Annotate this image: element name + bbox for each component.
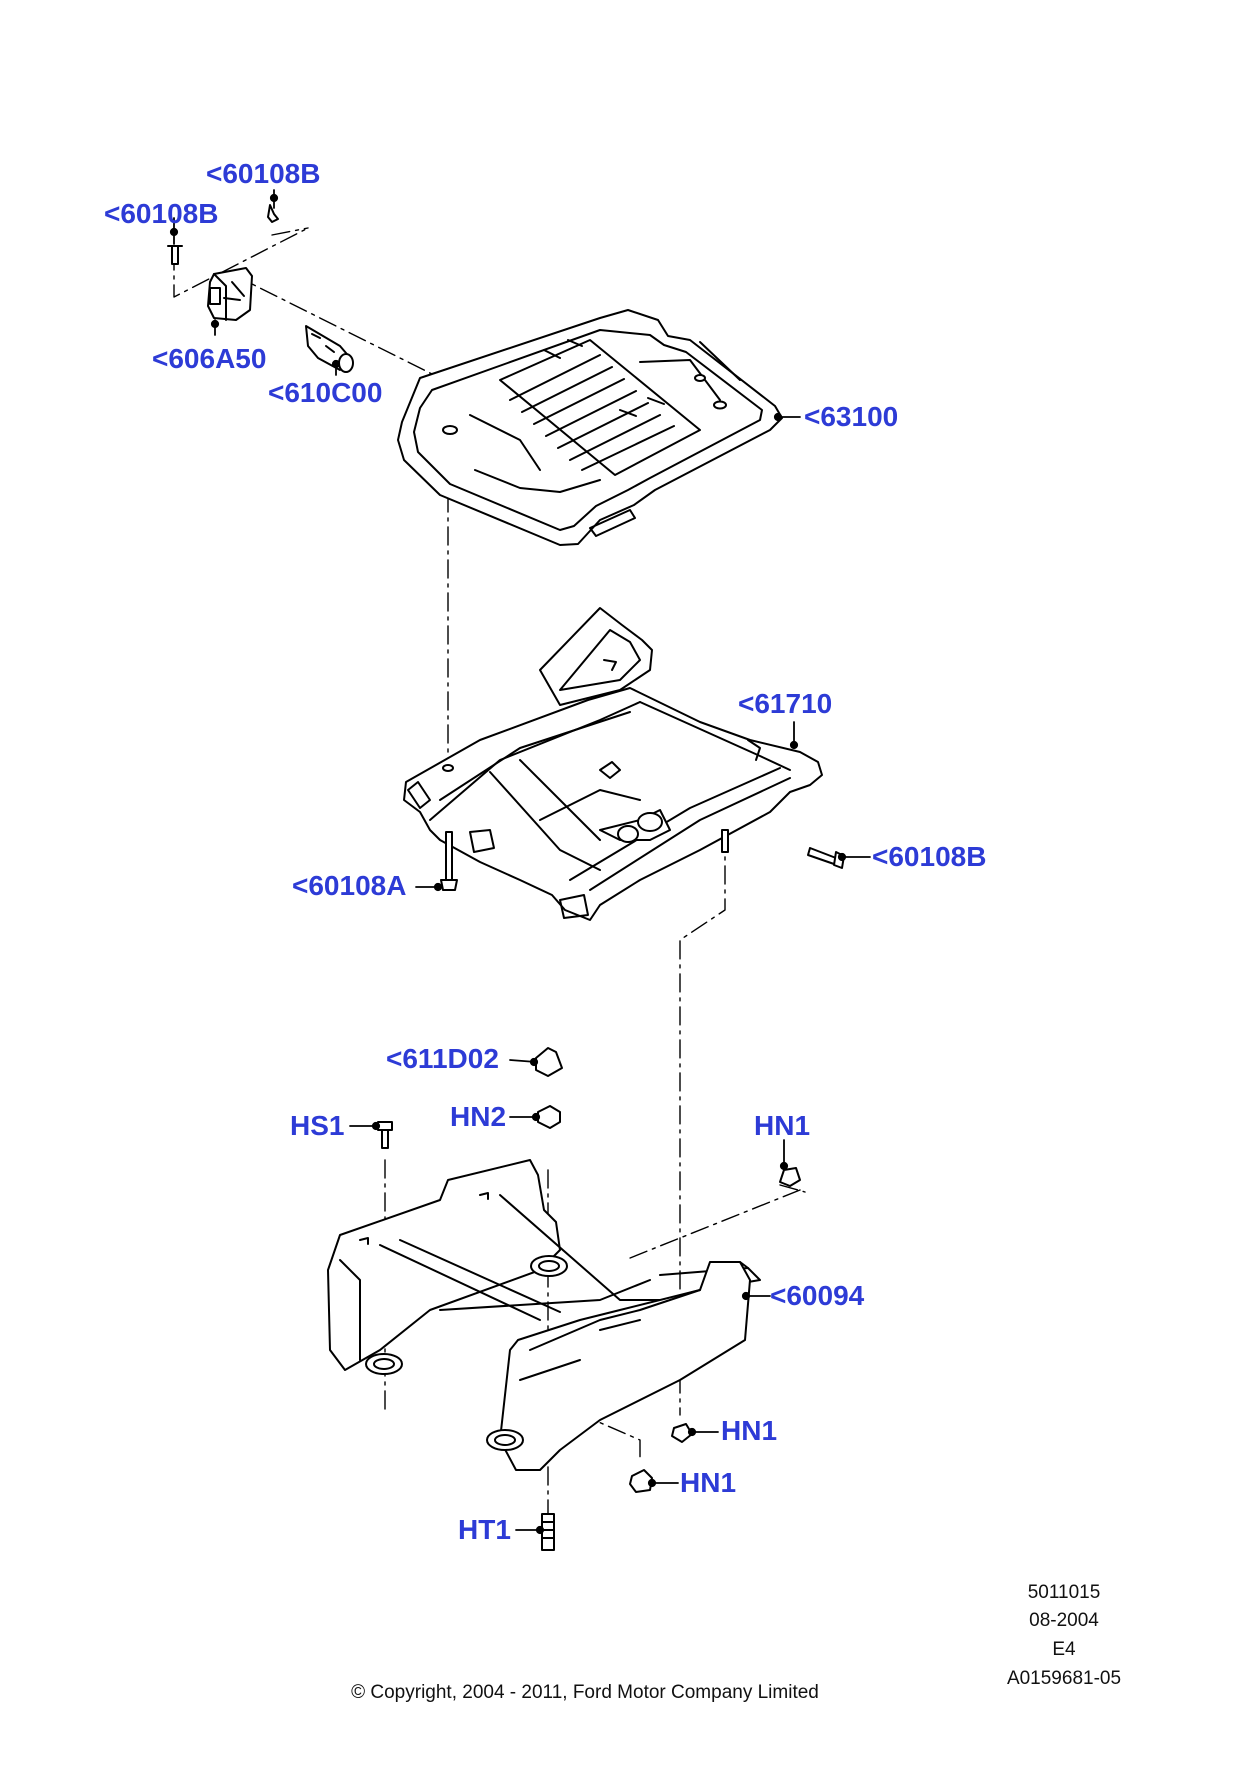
callout-611d02[interactable]: <611D02 xyxy=(386,1043,499,1074)
diagram-code: 5011015 xyxy=(1027,1582,1101,1603)
diagram-revision: E4 xyxy=(1052,1639,1076,1660)
bracket-606a50[interactable] xyxy=(207,267,253,321)
bolt-60108a[interactable] xyxy=(440,831,458,891)
callout-606a50[interactable]: <606A50 xyxy=(152,343,267,374)
callout-hn1-low[interactable]: HN1 xyxy=(680,1467,737,1498)
callout-hn1-top[interactable]: HN1 xyxy=(754,1110,811,1141)
bolt-60108b-right[interactable] xyxy=(807,847,845,869)
seat-riser-60094[interactable] xyxy=(327,1159,761,1471)
callout-hn2[interactable]: HN2 xyxy=(450,1101,507,1132)
callout-61710[interactable]: <61710 xyxy=(738,688,833,719)
callout-610c00[interactable]: <610C00 xyxy=(268,377,383,408)
screw-60108b-left[interactable] xyxy=(167,245,183,265)
diagram-date: 08-2004 xyxy=(1029,1610,1099,1631)
callout-ht1[interactable]: HT1 xyxy=(458,1514,511,1545)
callout-60094[interactable]: <60094 xyxy=(770,1280,865,1311)
seat-frame-61710[interactable] xyxy=(403,607,823,921)
callout-60108b-left[interactable]: <60108B xyxy=(104,198,219,229)
callout-60108b-right[interactable]: <60108B xyxy=(872,841,987,872)
diagram-reference: A0159681-05 xyxy=(1006,1668,1122,1689)
bumper-611d02[interactable] xyxy=(535,1047,563,1077)
callout-63100[interactable]: <63100 xyxy=(804,401,899,432)
screw-hs1[interactable] xyxy=(377,1121,393,1149)
callout-hs1[interactable]: HS1 xyxy=(290,1110,345,1141)
stud-ht1[interactable] xyxy=(541,1513,555,1551)
nut-hn1-top[interactable] xyxy=(779,1167,801,1187)
copyright-notice: © Copyright, 2004 - 2011, Ford Motor Com… xyxy=(351,1682,819,1703)
callout-60108a[interactable]: <60108A xyxy=(292,870,407,901)
seat-cushion-pan-63100[interactable] xyxy=(397,309,783,546)
nut-hn1-low[interactable] xyxy=(629,1469,653,1493)
callout-hn1-mid[interactable]: HN1 xyxy=(721,1415,778,1446)
screw-60108b-top[interactable] xyxy=(267,204,279,223)
callout-60108b-top[interactable]: <60108B xyxy=(206,158,321,189)
nut-hn1-mid[interactable] xyxy=(671,1423,693,1443)
leader-lines xyxy=(169,189,871,1535)
stud-frame xyxy=(721,829,729,853)
sensor-610c00[interactable] xyxy=(305,325,354,373)
nut-hn2[interactable] xyxy=(537,1105,561,1129)
